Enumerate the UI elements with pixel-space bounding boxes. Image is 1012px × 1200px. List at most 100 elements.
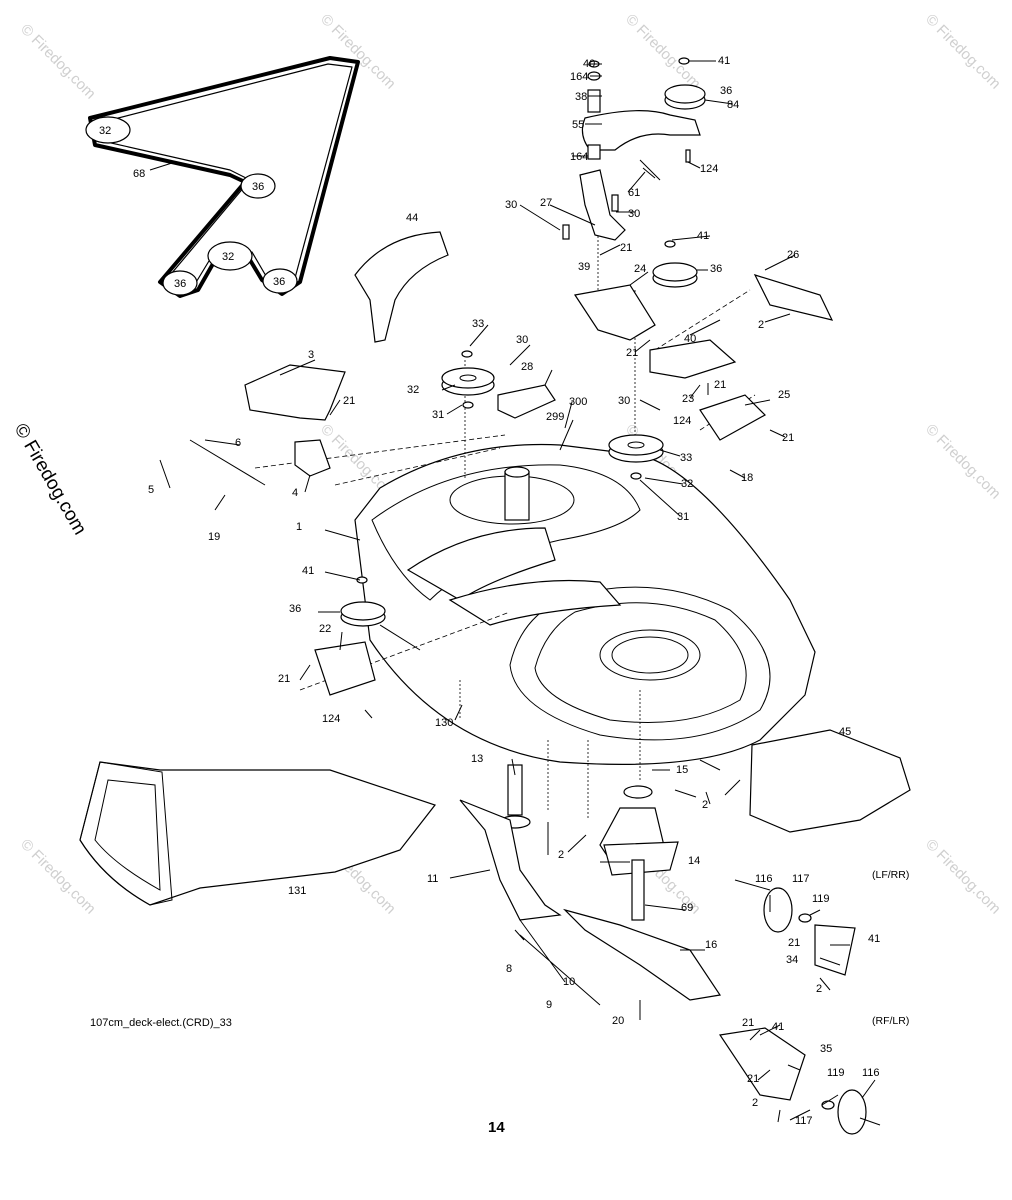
callout-3: 3 — [308, 349, 314, 361]
callout-31: 31 — [432, 409, 444, 421]
callout-69: 69 — [681, 902, 693, 914]
callout-23: 23 — [682, 393, 694, 405]
belt-pulley-label: 32 — [99, 125, 111, 137]
callout-21: 21 — [714, 379, 726, 391]
belt-pulley-label: 36 — [273, 276, 285, 288]
callout-55: 55 — [572, 119, 584, 131]
callout-124: 124 — [673, 415, 691, 427]
callout-5: 5 — [148, 484, 154, 496]
callout-36: 36 — [710, 263, 722, 275]
callout-33: 33 — [472, 318, 484, 330]
callout-45: 45 — [839, 726, 851, 738]
callout-6: 6 — [235, 437, 241, 449]
callout-2: 2 — [702, 799, 708, 811]
callout-41: 41 — [868, 933, 880, 945]
mower-deck-housing — [354, 443, 816, 771]
discharge-chute — [79, 761, 436, 906]
callout-2: 2 — [558, 849, 564, 861]
callout-32: 32 — [407, 384, 419, 396]
callout-15: 15 — [676, 764, 688, 776]
callout-2: 2 — [816, 983, 822, 995]
callout-9: 9 — [546, 999, 552, 1011]
callout-30: 30 — [505, 199, 517, 211]
callout-30: 30 — [628, 208, 640, 220]
callout-119: 119 — [812, 893, 830, 905]
callout-21: 21 — [742, 1017, 754, 1029]
callout-14: 14 — [688, 855, 700, 867]
callout-39: 39 — [578, 261, 590, 273]
callout-19: 19 — [208, 531, 220, 543]
callout-21: 21 — [747, 1073, 759, 1085]
callout-164: 164 — [570, 151, 588, 163]
belt-routing-diagram: 32 36 32 36 36 68 — [85, 56, 360, 298]
callout-40: 40 — [684, 333, 696, 345]
watermark-text: © Firedog.com — [922, 421, 1004, 503]
callout-41: 41 — [772, 1021, 784, 1033]
callout-31: 31 — [677, 511, 689, 523]
callout-2: 2 — [752, 1097, 758, 1109]
callout-21: 21 — [278, 673, 290, 685]
callout-84: 84 — [727, 99, 739, 111]
watermark-text: © Firedog.com — [17, 21, 99, 103]
callout-2: 2 — [758, 319, 764, 331]
callout-300: 300 — [569, 396, 587, 408]
callout-36: 36 — [289, 603, 301, 615]
diagram-code: 107cm_deck-elect.(CRD)_33 — [90, 1017, 232, 1029]
callout-1: 1 — [296, 521, 302, 533]
watermark-text: © Firedog.com — [922, 836, 1004, 918]
watermark-text: © Firedog.com — [317, 11, 399, 93]
gauge-wheel-lf-rr — [734, 879, 856, 976]
callout-30: 30 — [618, 395, 630, 407]
callout-164: 164 — [570, 71, 588, 83]
belt-pulley-label: 36 — [174, 278, 186, 290]
callout-26: 26 — [787, 249, 799, 261]
callout-41: 41 — [302, 565, 314, 577]
position-note-rf-lr: (RF/LR) — [872, 1015, 909, 1027]
callout-22: 22 — [319, 623, 331, 635]
callout-41: 41 — [718, 55, 730, 67]
callout-124: 124 — [322, 713, 340, 725]
callout-30: 30 — [516, 334, 528, 346]
callout-299: 299 — [546, 411, 564, 423]
callout-34: 34 — [786, 954, 798, 966]
callout-8: 8 — [506, 963, 512, 975]
callout-10: 10 — [563, 976, 575, 988]
callout-117: 117 — [792, 873, 810, 885]
callout-38: 38 — [575, 91, 587, 103]
callout-40: 40 — [583, 58, 595, 70]
callout-21: 21 — [788, 937, 800, 949]
callout-61: 61 — [628, 187, 640, 199]
callout-24: 24 — [634, 263, 646, 275]
callout-124: 124 — [700, 163, 718, 175]
callout-labels: 40 164 38 55 164 41 36 84 124 61 27 30 3… — [148, 55, 909, 1127]
callout-44: 44 — [406, 212, 418, 224]
gauge-wheel-rf-lr — [718, 1027, 881, 1135]
watermark-text: © Firedog.com — [622, 11, 704, 93]
brackets — [189, 231, 834, 696]
callout-131: 131 — [288, 885, 306, 897]
callout-21: 21 — [782, 432, 794, 444]
callout-21: 21 — [620, 242, 632, 254]
callout-35: 35 — [820, 1043, 832, 1055]
callout-28: 28 — [521, 361, 533, 373]
callout-4: 4 — [292, 487, 298, 499]
belt-label: 68 — [133, 168, 145, 180]
callout-33: 33 — [680, 452, 692, 464]
page-number: 14 — [488, 1119, 505, 1136]
callout-36: 36 — [720, 85, 732, 97]
callout-32: 32 — [681, 478, 693, 490]
callout-25: 25 — [778, 389, 790, 401]
blades-spindles — [459, 729, 911, 1001]
callout-41: 41 — [697, 230, 709, 242]
callout-21: 21 — [626, 347, 638, 359]
callout-130: 130 — [435, 717, 453, 729]
pulleys — [340, 57, 706, 627]
belt-pulley-label: 32 — [222, 251, 234, 263]
position-note-lf-rr: (LF/RR) — [872, 869, 909, 881]
callout-11: 11 — [427, 873, 438, 885]
callout-27: 27 — [540, 197, 552, 209]
callout-116: 116 — [862, 1067, 880, 1079]
callout-117: 117 — [795, 1115, 813, 1127]
callout-13: 13 — [471, 753, 483, 765]
